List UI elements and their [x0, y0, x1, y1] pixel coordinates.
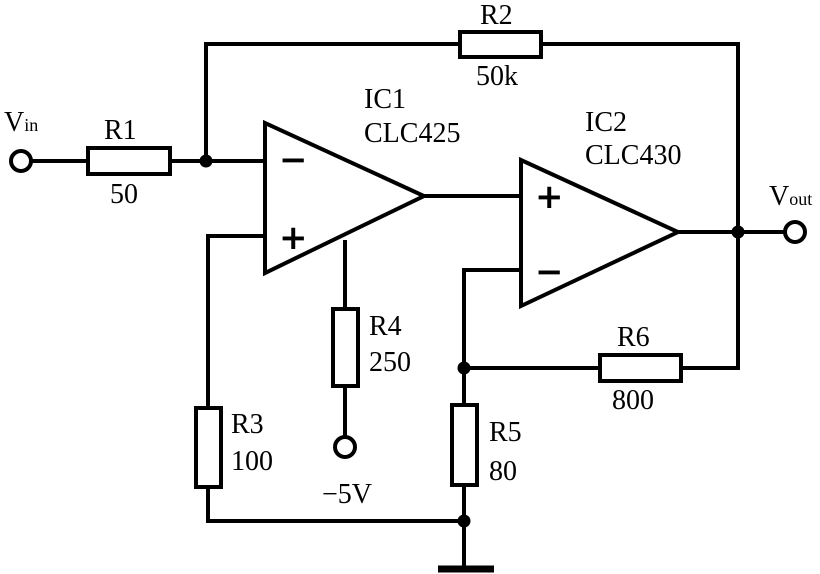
wires	[32, 42, 784, 570]
wire-r3-ground	[206, 485, 466, 523]
r4-resistor	[331, 307, 360, 388]
r2-name: R2	[480, 0, 513, 31]
ic2-noninverting-sign: +	[535, 177, 564, 217]
ic2-part: CLC430	[585, 140, 681, 171]
ic1-name: IC1	[364, 84, 406, 115]
supply-terminal	[333, 435, 357, 459]
ic2-inverting-sign: −	[535, 252, 564, 292]
vout-label: Vout	[769, 181, 812, 212]
wire-feedback-r2	[204, 42, 740, 234]
ic1-noninverting-sign: +	[279, 218, 308, 258]
r4-value: 250	[369, 347, 411, 378]
wire-r6-out	[679, 230, 740, 370]
wire-ic2-inv-node	[462, 268, 523, 407]
vout-terminal	[783, 220, 807, 244]
r5-value: 80	[489, 456, 517, 487]
r1-resistor	[86, 146, 172, 176]
r1-value: 50	[110, 179, 138, 210]
r6-name: R6	[617, 322, 650, 353]
ic1-inverting-sign: −	[279, 140, 308, 180]
vin-label: Vin	[4, 107, 38, 138]
ic1-part: CLC425	[364, 118, 460, 149]
r6-value: 800	[612, 385, 654, 416]
r5-name: R5	[489, 417, 522, 448]
ic2-opamp	[519, 156, 683, 310]
junction-dot-ground	[457, 514, 471, 528]
r6-resistor	[598, 353, 683, 383]
vin-terminal	[9, 149, 33, 173]
junction-dot-input	[199, 154, 213, 168]
r2-resistor	[458, 30, 543, 59]
junction-dot-r5-r6	[457, 361, 471, 375]
r3-value: 100	[231, 446, 273, 477]
r3-name: R3	[231, 409, 264, 440]
r2-value: 50k	[476, 61, 518, 92]
ic2-name: IC2	[585, 107, 627, 138]
junction-dot-output	[731, 225, 745, 239]
r1-name: R1	[104, 115, 137, 146]
wire-ic1-plus-r3	[206, 234, 267, 410]
r4-name: R4	[369, 311, 402, 342]
ic1-opamp	[263, 119, 429, 277]
r3-resistor	[194, 406, 223, 489]
supply-label: −5V	[322, 479, 372, 510]
r5-resistor	[450, 403, 479, 487]
